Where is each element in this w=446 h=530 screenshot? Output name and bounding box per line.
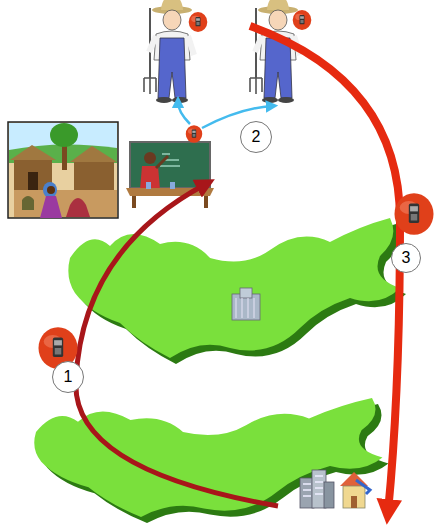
callout-number: 2 — [252, 129, 261, 145]
callout-number: 3 — [402, 250, 411, 266]
callout-circle: 2 — [240, 121, 272, 153]
callout-number: 1 — [64, 369, 73, 385]
callout-circle: 1 — [52, 361, 84, 393]
callout-circle: 3 — [391, 243, 421, 273]
